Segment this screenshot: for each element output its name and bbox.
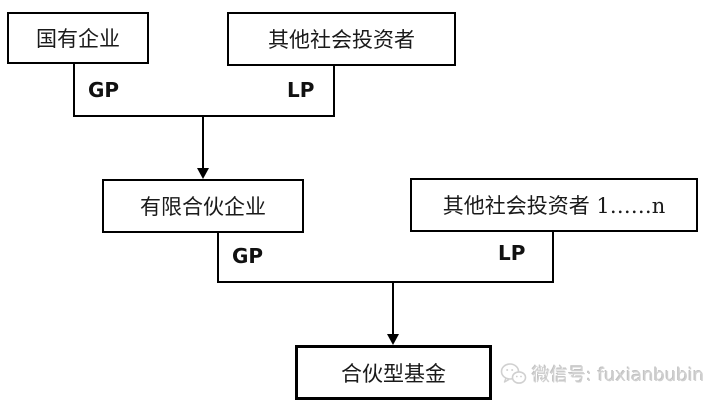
connector-line-investors-down — [333, 66, 335, 117]
connector-line-tier2-horizontal — [217, 281, 554, 283]
connector-line-tier1-horizontal — [73, 115, 335, 117]
wechat-icon — [500, 362, 527, 386]
connector-line-partnership-down — [217, 233, 219, 283]
connector-line-soe-down — [73, 64, 75, 117]
arrow-shaft-to-partnership-fund — [392, 283, 394, 334]
node-partnership-fund: 合伙型基金 — [295, 345, 492, 400]
arrowhead-to-limited-partnership — [197, 168, 209, 179]
arrowhead-to-partnership-fund — [387, 334, 399, 345]
node-other-social-investors-1-n: 其他社会投资者 1……n — [410, 178, 698, 232]
node-state-owned-enterprise: 国有企业 — [7, 12, 149, 64]
edge-label-gp-top: GP — [88, 78, 120, 102]
edge-label-lp-top: LP — [287, 78, 315, 102]
watermark: 微信号: fuxianbubin — [500, 361, 704, 387]
connector-line-investors-n-down — [552, 232, 554, 283]
node-limited-partnership-enterprise: 有限合伙企业 — [102, 179, 304, 233]
edge-label-lp-bottom: LP — [498, 241, 526, 265]
arrow-shaft-to-limited-partnership — [202, 117, 204, 168]
edge-label-gp-bottom: GP — [232, 244, 264, 268]
watermark-text: 微信号: fuxianbubin — [532, 365, 705, 386]
node-other-social-investors: 其他社会投资者 — [227, 12, 456, 66]
